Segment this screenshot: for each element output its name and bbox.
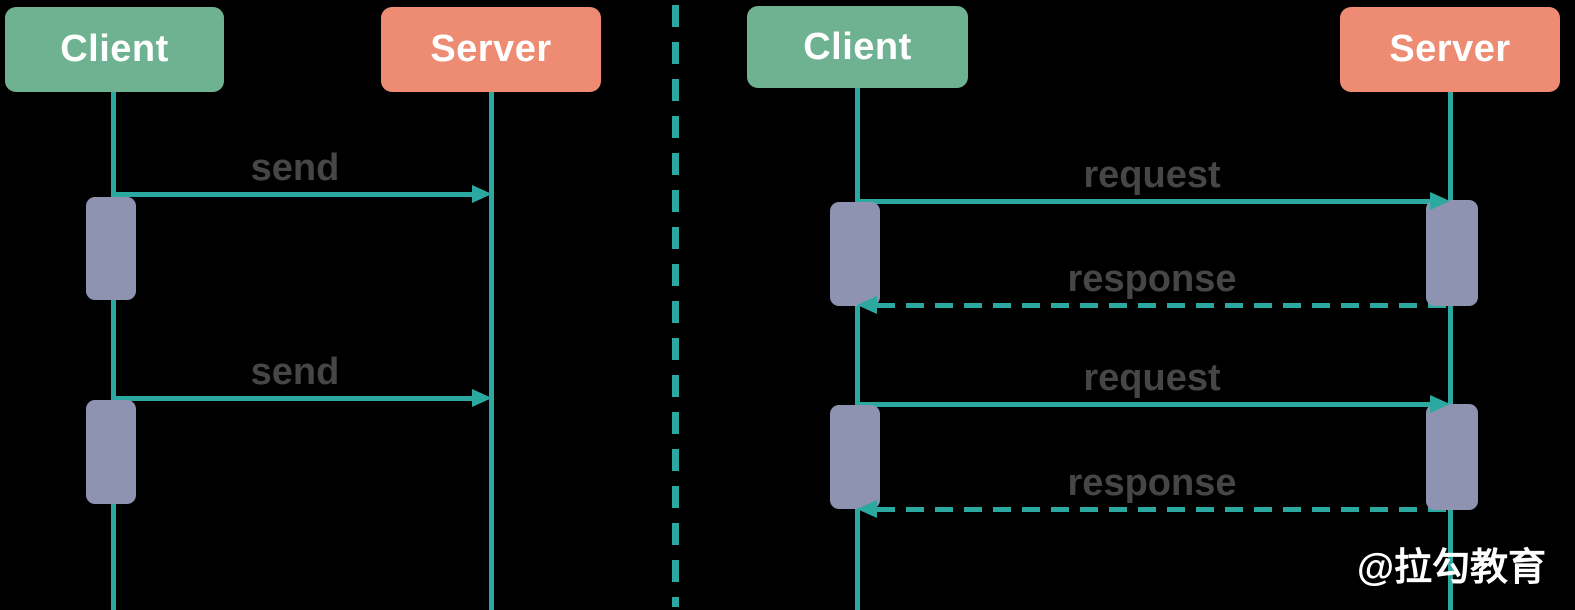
participant-label: Server: [430, 28, 552, 70]
divider-dashed-line: [672, 5, 679, 607]
watermark: @拉勾教育: [1357, 547, 1547, 589]
arrowhead-left-icon: [857, 296, 877, 314]
message-label: request: [1083, 357, 1221, 399]
participant-box-server: Server: [1340, 7, 1560, 92]
activation-bar: [86, 197, 136, 300]
message-label: response: [1067, 258, 1237, 300]
activation-bar: [830, 202, 880, 306]
participant-box-client: Client: [5, 7, 224, 92]
arrowhead-left-icon: [857, 500, 877, 518]
lifeline-server: [489, 92, 494, 610]
participant-box-client: Client: [747, 6, 968, 88]
arrowhead-right-icon: [472, 389, 492, 407]
arrowhead-right-icon: [472, 185, 492, 203]
message-label: response: [1067, 462, 1237, 504]
arrowhead-right-icon: [1430, 395, 1450, 413]
activation-bar: [86, 400, 136, 504]
message-arrow-request-1: [858, 199, 1431, 204]
message-label: send: [250, 351, 340, 393]
message-arrow-response-2: [877, 507, 1448, 512]
message-arrow-response-1: [877, 303, 1448, 308]
activation-bar: [1426, 404, 1478, 510]
participant-label: Server: [1389, 28, 1511, 70]
lifeline-client: [855, 88, 860, 610]
message-arrow-send-1: [113, 192, 473, 197]
message-arrow-request-2: [858, 402, 1431, 407]
participant-box-server: Server: [381, 7, 601, 92]
message-label: send: [250, 147, 340, 189]
participant-label: Client: [60, 28, 169, 70]
participant-label: Client: [803, 25, 912, 68]
message-label: request: [1083, 154, 1221, 196]
activation-bar: [1426, 200, 1478, 306]
activation-bar: [830, 405, 880, 509]
lifeline-server: [1448, 92, 1453, 610]
lifeline-client: [111, 92, 116, 610]
arrowhead-right-icon: [1430, 192, 1450, 210]
message-arrow-send-2: [113, 396, 473, 401]
